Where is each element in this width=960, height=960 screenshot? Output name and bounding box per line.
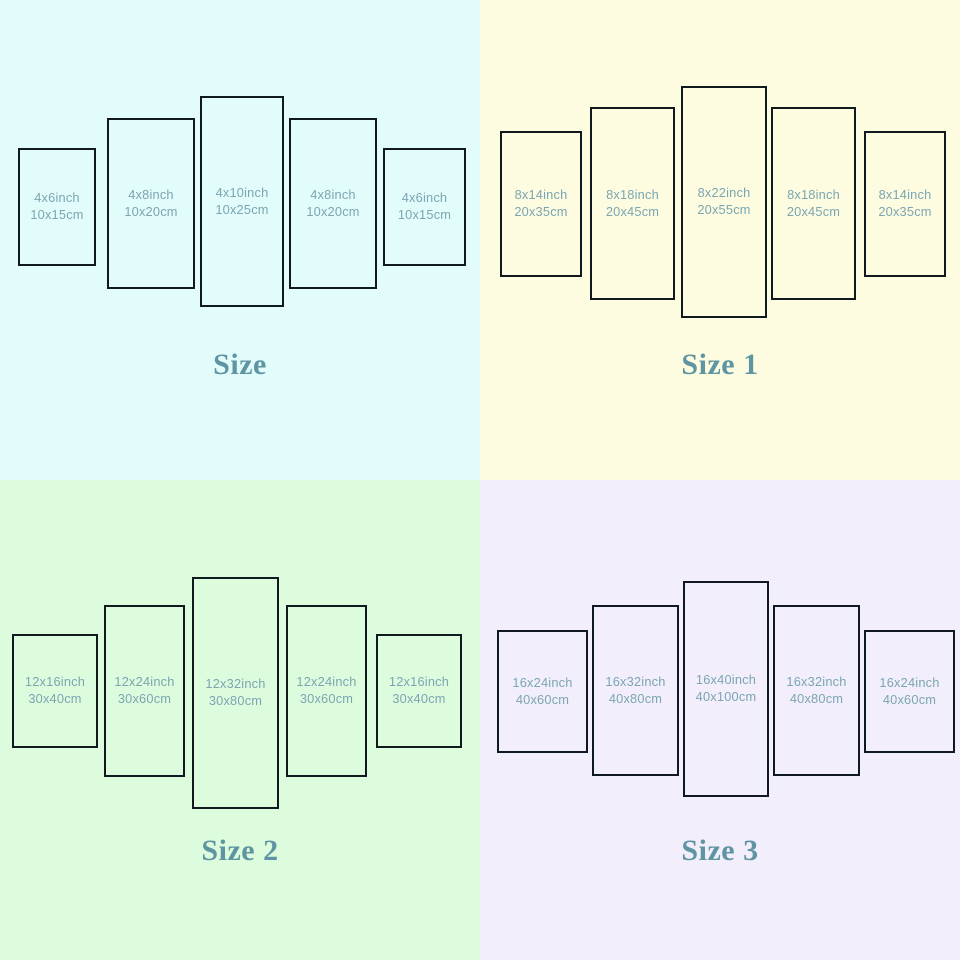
quadrant-title: Size — [213, 348, 267, 381]
panel-size-inch: 4x8inch — [128, 186, 174, 202]
panel-size-cm: 20x55cm — [697, 202, 751, 217]
panel-size-inch: 12x24inch — [114, 674, 175, 690]
panel-size-inch: 12x32inch — [205, 676, 266, 692]
panel-size-cm: 40x60cm — [515, 691, 570, 707]
panel-size-cm: 40x100cm — [695, 689, 757, 704]
quadrant-title: Size 2 — [201, 834, 279, 867]
panel-size-cm: 10x20cm — [306, 203, 360, 219]
panel-size-cm: 10x15cm — [30, 207, 84, 222]
panel-size-inch: 8x14inch — [878, 187, 932, 203]
panel-size-inch: 4x8inch — [310, 186, 356, 202]
panel-size-cm: 20x45cm — [605, 203, 660, 219]
panel-size-cm: 30x60cm — [117, 691, 172, 706]
panel-size-inch: 16x24inch — [512, 674, 573, 690]
quadrant-title: Size 3 — [681, 834, 759, 867]
panel-size-inch: 16x40inch — [695, 672, 757, 688]
panel-size-inch: 8x18inch — [787, 186, 840, 202]
panel-size-cm: 20x35cm — [878, 204, 932, 219]
quadrant-title: Size 1 — [681, 348, 759, 381]
panel-size-inch: 4x6inch — [34, 190, 80, 206]
panel-size-cm: 10x25cm — [215, 201, 269, 217]
panel-size-inch: 4x10inch — [215, 184, 269, 200]
panel-size-cm: 30x40cm — [28, 691, 82, 706]
panel-size-cm: 30x80cm — [208, 693, 263, 708]
panel-size-inch: 12x24inch — [296, 674, 357, 690]
panel-size-inch: 4x6inch — [401, 190, 448, 206]
panel-size-cm: 30x60cm — [299, 691, 354, 706]
panel-size-inch: 16x32inch — [786, 673, 847, 689]
panel-size-inch: 8x14inch — [514, 187, 568, 203]
panel-size-inch: 16x24inch — [879, 674, 940, 690]
panel-size-cm: 20x35cm — [514, 204, 568, 219]
panel-size-cm: 40x80cm — [789, 690, 844, 706]
panel-size-cm: 10x15cm — [397, 207, 452, 222]
panel-size-cm: 40x80cm — [608, 690, 663, 706]
panel-size-inch: 16x32inch — [605, 673, 666, 689]
panel-size-cm: 20x45cm — [786, 203, 841, 219]
panel-size-cm: 10x20cm — [124, 203, 178, 219]
panel-size-cm: 30x40cm — [392, 691, 446, 706]
panel-size-cm: 40x60cm — [882, 691, 937, 707]
panel-size-inch: 8x22inch — [697, 185, 751, 201]
panel-size-inch: 8x18inch — [606, 186, 659, 202]
panel-size-inch: 12x16inch — [24, 674, 86, 690]
panel-size-inch: 12x16inch — [388, 674, 450, 690]
